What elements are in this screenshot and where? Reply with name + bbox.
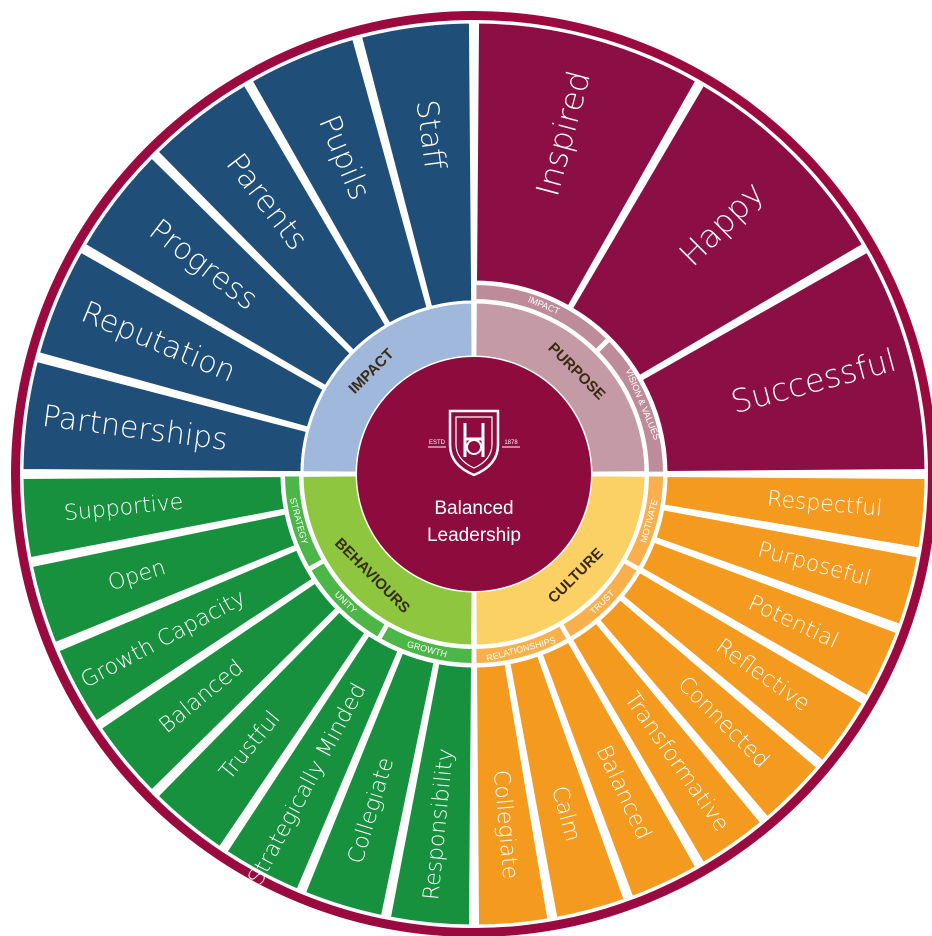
segment-purpose-happy [569,82,866,379]
school-crest-icon: ESTD 1878 [428,409,520,477]
outer-segments [20,20,928,928]
segment-culture-purposeful [653,507,921,628]
center-title-line2: Leadership [427,525,521,546]
band-culture-relationships [474,624,570,666]
crest-right-text: 1878 [504,440,518,446]
segment-culture-balanced [539,638,699,900]
segment-culture-respectful [661,473,928,551]
segment-culture-connected [596,596,821,821]
segment-behaviours-balanced [98,579,340,794]
segment-culture-potential [638,539,900,699]
band-purpose-vision-values [596,339,666,474]
segment-purpose-inspired [473,20,699,310]
band-culture-trust [560,560,640,640]
segment-culture-reflective [619,569,866,764]
center-title-line1: Balanced [434,498,513,519]
band-behaviours-growth [378,624,474,666]
segment-behaviours-collegiate [302,650,437,919]
segment-behaviours-open [29,511,298,646]
segment-behaviours-responsibility [387,660,475,928]
band-behaviours-strategy [282,474,324,570]
segment-behaviours-growth-capacity [55,546,316,725]
segment-behaviours-supportive [20,473,288,561]
inner-ring [300,300,648,648]
segment-behaviours-strategically-minded [223,632,402,893]
band-purpose-impact [474,282,609,352]
segment-behaviours-trustful [154,608,369,850]
value-bands [282,282,666,666]
segment-purpose-successful [638,249,928,475]
segment-culture-calm [507,653,628,921]
crest-left-text: ESTD [429,440,446,446]
band-culture-motivate [624,474,666,570]
segment-culture-collegiate [473,661,551,928]
segment-culture-transformative [569,619,764,866]
band-behaviours-unity [308,560,388,640]
